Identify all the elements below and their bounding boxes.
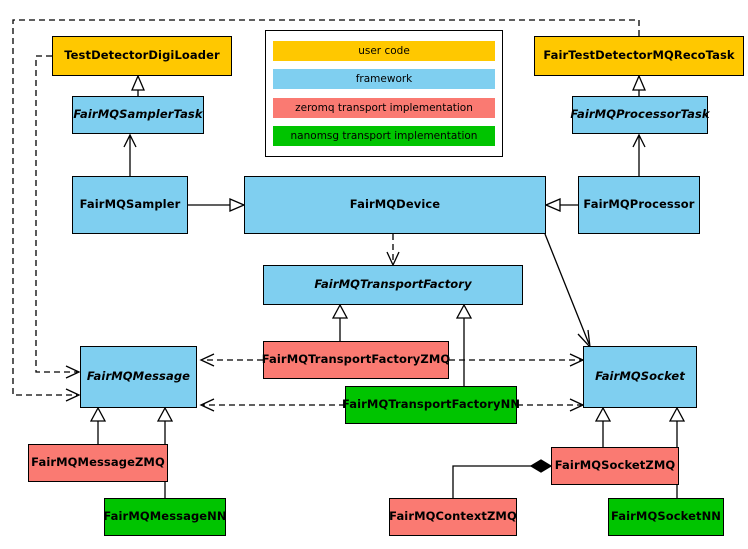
class-node-fairmq-socket-zmq[interactable]: FairMQSocketZMQ [551,447,679,485]
edge-factorynn-generalizes-factory [455,303,473,386]
edge-factorynn-depends-message [199,398,345,412]
legend-item-user-code: user code [273,41,495,62]
class-node-fairmq-message[interactable]: FairMQMessage [80,346,197,408]
edge-recotask-depends-message [12,19,640,402]
class-node-fairmq-socket[interactable]: FairMQSocket [583,346,697,408]
edge-processor-assoc-processortask [632,133,646,176]
edge-device-depends-transportfactory [386,234,400,267]
legend-item-nanomsg: nanomsg transport implementation [273,125,495,146]
edge-device-assoc-socket [544,233,591,349]
class-node-fairmq-socket-nn[interactable]: FairMQSocketNN [608,498,724,536]
edge-contextzmq-composes-socketzmq [452,459,553,498]
legend-item-framework: framework [273,69,495,90]
edge-factoryzmq-depends-message [199,353,263,367]
class-node-fairmq-transport-factory[interactable]: FairMQTransportFactory [263,265,523,305]
edge-factorynn-depends-socket [517,398,585,412]
class-node-test-detector-digi-loader[interactable]: TestDetectorDigiLoader [52,36,232,76]
edge-sampler-assoc-samplertask [123,133,137,176]
edge-sampler-generalizes-device [188,198,246,212]
class-node-fairmq-transport-factory-zmq[interactable]: FairMQTransportFactoryZMQ [262,341,450,379]
legend: user code framework zeromq transport imp… [265,30,503,157]
edge-digiloader-generalizes-samplertask [131,74,145,96]
class-node-fairmq-sampler[interactable]: FairMQSampler [72,176,188,234]
edge-processor-generalizes-device [544,198,578,212]
class-node-fairmq-sampler-task[interactable]: FairMQSamplerTask [72,96,204,134]
class-node-fairtestdetector-mq-reco-task[interactable]: FairTestDetectorMQRecoTask [534,36,744,76]
legend-item-zeromq: zeromq transport implementation [273,97,495,118]
class-node-fairmq-processor-task[interactable]: FairMQProcessorTask [570,96,710,134]
edge-factoryzmq-generalizes-factory [331,303,349,341]
class-node-fairmq-device[interactable]: FairMQDevice [244,176,546,234]
class-node-fairmq-context-zmq[interactable]: FairMQContextZMQ [389,498,517,536]
edge-recotask-generalizes-processortask [632,74,646,96]
class-node-fairmq-processor[interactable]: FairMQProcessor [578,176,700,234]
edge-messagezmq-generalizes-message [89,406,107,444]
edge-socketzmq-generalizes-socket [594,406,612,447]
class-node-fairmq-message-nn[interactable]: FairMQMessageNN [103,498,227,536]
edge-digiloader-depends-message [35,55,81,379]
class-node-fairmq-message-zmq[interactable]: FairMQMessageZMQ [28,444,168,482]
edge-factoryzmq-depends-socket [449,353,585,367]
class-node-fairmq-transport-factory-nn[interactable]: FairMQTransportFactoryNN [342,386,520,424]
